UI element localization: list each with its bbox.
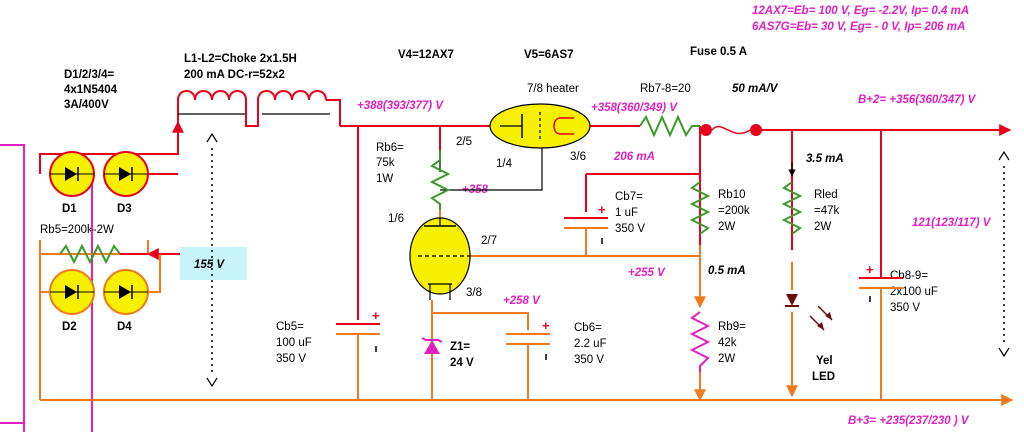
rb10-label-1: Rb10 <box>718 189 746 201</box>
cb7-label-1: Cb7= <box>615 191 643 203</box>
cb7-label-3: 350 V <box>615 223 645 235</box>
i206-label: 206 mA <box>613 151 655 163</box>
choke-label-1: L1-L2=Choke 2x1.5H <box>184 53 297 65</box>
diode-d4-label: D4 <box>117 321 132 333</box>
resistor-rb10 <box>689 181 711 235</box>
diodes-title-3: 3A/400V <box>64 99 109 111</box>
pin-1-4: 1/4 <box>496 158 513 170</box>
rb9-label-3: 2W <box>718 353 735 365</box>
cb6-label-1: Cb6= <box>574 322 602 334</box>
rb78-label: Rb7-8=20 <box>640 83 691 95</box>
tube-v4 <box>409 217 471 300</box>
rled-label-2: =47k <box>814 205 840 217</box>
bplus2-label: B+2= +356(360/347) V <box>858 94 977 106</box>
cb5-label-1: Cb5= <box>276 321 304 333</box>
bplus3-label: B+3= +235(237/230 ) V <box>848 415 970 427</box>
rled-label-1: Rled <box>814 189 838 201</box>
rb10-label-3: 2W <box>718 221 735 233</box>
rb6-label-3: 1W <box>376 173 393 185</box>
pin-1-6: 1/6 <box>388 213 404 225</box>
rb5-label: Rb5=200k-2W <box>40 224 114 236</box>
v358a-label: +358(360/349) V <box>591 102 678 114</box>
svg-text:+: + <box>866 262 874 277</box>
ac-input-wire-left <box>0 144 25 432</box>
capacitor-cb8-9: + <box>859 260 903 302</box>
v4-label: V4=12AX7 <box>398 49 454 61</box>
gain-label: 50 mA/V <box>732 83 779 95</box>
zener-z1 <box>421 337 443 354</box>
diode-d1 <box>49 151 95 197</box>
rb6-label-2: 75k <box>376 157 395 169</box>
choke-l1 <box>177 90 259 127</box>
svg-text:+: + <box>598 202 606 217</box>
cb7-label-2: 1 uF <box>615 207 638 219</box>
measure-121v-arrows <box>998 150 1010 358</box>
diode-d2-label: D2 <box>62 321 77 333</box>
cb5-label-2: 100 uF <box>276 337 312 349</box>
rb9-label-1: Rb9= <box>718 321 746 333</box>
diode-d1-label: D1 <box>62 203 77 215</box>
v5-grid-wire <box>440 146 543 191</box>
v255-label: +255 V <box>628 267 666 279</box>
svg-text:+: + <box>372 308 380 323</box>
diode-d2 <box>49 269 95 315</box>
v121-label: 121(123/117) V <box>912 217 992 229</box>
capacitor-cb6: + <box>506 318 550 360</box>
i05-label: 0.5 mA <box>708 265 746 277</box>
rb9-label-2: 42k <box>718 337 737 349</box>
voltage-155-label: 155 V <box>194 259 225 271</box>
fuse-label: Fuse 0.5 A <box>690 46 747 58</box>
rb10-label-2: =200k <box>718 205 750 217</box>
rled-label-3: 2W <box>814 221 831 233</box>
cb5-label-3: 350 V <box>276 353 306 365</box>
resistor-rb5 <box>59 243 121 265</box>
v388-label: +388(393/377) V <box>357 100 444 112</box>
choke-label-2: 200 mA DC-r=52x2 <box>184 69 285 81</box>
cb89-label-1: Cb8-9= <box>890 270 928 282</box>
z1-label-2: 24 V <box>450 357 474 369</box>
resistor-rb6 <box>429 150 451 210</box>
resistor-rled <box>781 181 803 235</box>
svg-text:+: + <box>542 318 550 333</box>
led-label-1: Yel <box>816 355 833 367</box>
pin-2-7: 2/7 <box>481 235 497 247</box>
resistor-rb9 <box>689 311 711 372</box>
cb6-top-wire <box>432 312 529 330</box>
v258-label: +258 V <box>503 295 541 307</box>
cb6-label-2: 2.2 uF <box>574 338 607 350</box>
d4-lead <box>148 254 161 293</box>
cb6-label-3: 350 V <box>574 354 604 366</box>
pin-3-8: 3/8 <box>466 287 482 299</box>
led-yellow <box>785 294 833 331</box>
heater-label: 7/8 heater <box>527 83 579 95</box>
measure-155v-arrows <box>206 132 218 388</box>
resistor-rb7-8 <box>639 114 700 138</box>
i35-label: 3.5 mA <box>806 153 844 165</box>
diodes-title-2: 4x1N5404 <box>64 84 118 96</box>
diode-d4 <box>103 269 149 315</box>
capacitor-cb5: + <box>336 308 380 355</box>
note-12ax7: 12AX7=Eb= 100 V, Eg= -2.2V, Ip= 0.4 mA <box>752 5 969 17</box>
fuse <box>700 124 762 136</box>
led-label-2: LED <box>812 371 835 383</box>
capacitor-cb7: + <box>564 202 608 244</box>
pin-2-5: 2/5 <box>456 136 472 148</box>
cb89-label-3: 350 V <box>890 302 920 314</box>
diodes-title-1: D1/2/3/4= <box>64 69 114 81</box>
note-6as7g: 6AS7G=Eb= 30 V, Eg= - 0 V, Ip= 206 mA <box>752 21 965 33</box>
z1-label-1: Z1= <box>450 341 470 353</box>
diode-d3-label: D3 <box>117 203 132 215</box>
diode-d3 <box>103 151 149 197</box>
choke-l2 <box>257 90 341 126</box>
rb6-label-1: Rb6= <box>376 142 404 154</box>
pin-3-6: 3/6 <box>570 151 586 163</box>
v5-label: V5=6AS7 <box>524 49 574 61</box>
tube-v5 <box>489 103 591 149</box>
voltage-155-box <box>180 247 247 280</box>
